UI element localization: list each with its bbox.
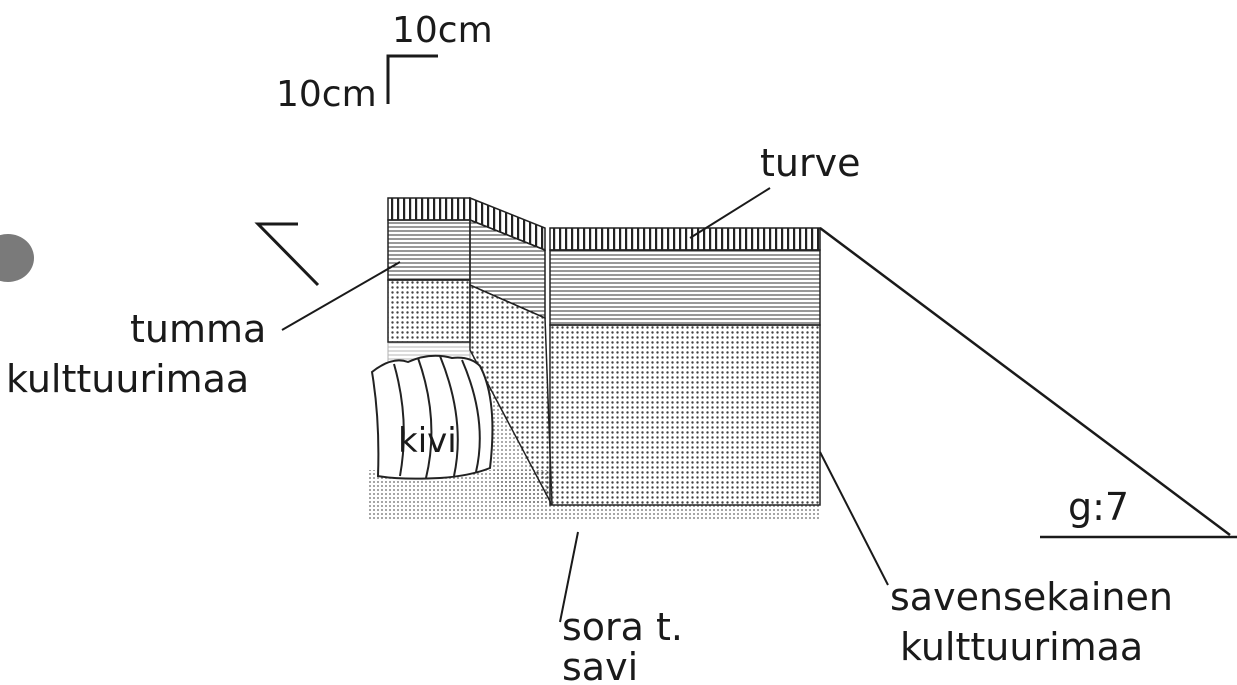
savensekainen-leader	[819, 451, 889, 586]
savensekainen-label-line2: kulttuurimaa	[900, 625, 1143, 669]
tumma-label-line2: kulttuurimaa	[6, 357, 249, 401]
scale-horizontal-label: 10cm	[392, 10, 493, 51]
scale-bar-lines	[386, 54, 438, 104]
tumma-leader	[281, 261, 401, 331]
sora-label-line1: sora t.	[562, 605, 683, 649]
tumma-label-line1: tumma	[130, 307, 266, 351]
stone-kivi: kivi	[370, 354, 494, 480]
savensekainen-label-line1: savensekainen	[890, 575, 1173, 619]
corner-mark	[254, 222, 320, 287]
turve-leader	[689, 187, 771, 239]
main-face	[549, 227, 821, 506]
left-face	[387, 197, 471, 363]
scale-vertical-label: 10cm	[276, 74, 377, 115]
diagonal-line	[819, 226, 1231, 537]
turve-label: turve	[760, 141, 860, 185]
sora-leader	[559, 531, 579, 623]
edge-dot	[0, 234, 34, 282]
section-id-label: g:7	[1068, 485, 1129, 529]
scale-bar: 10cm 10cm	[276, 10, 493, 115]
sora-label-line2: savi	[562, 645, 638, 685]
kivi-label: kivi	[398, 421, 457, 461]
